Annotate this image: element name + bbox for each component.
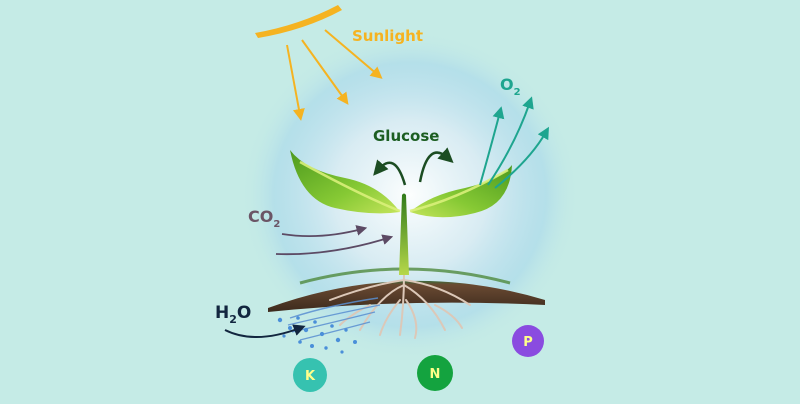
glucose-label: Glucose bbox=[373, 127, 439, 145]
light-glow bbox=[240, 30, 580, 360]
co2-label: CO2 bbox=[248, 207, 280, 230]
svg-text:K: K bbox=[305, 369, 316, 384]
svg-text:P: P bbox=[523, 335, 533, 350]
leaf-left-highlight bbox=[299, 160, 401, 213]
sunlight-label: Sunlight bbox=[352, 27, 423, 45]
nutrient-n: N bbox=[417, 355, 453, 391]
oxygen-arrows bbox=[479, 96, 549, 189]
sunlight-arrows bbox=[286, 29, 383, 121]
h2o-label: H2O bbox=[215, 303, 251, 326]
glucose-arrow-left bbox=[373, 159, 407, 186]
o2-label: O2 bbox=[500, 75, 521, 98]
co2-arrows bbox=[275, 225, 394, 256]
svg-text:N: N bbox=[430, 367, 441, 382]
glucose-arrow-right bbox=[418, 147, 454, 183]
leaf-icon bbox=[290, 150, 400, 214]
soil bbox=[268, 280, 545, 312]
stem bbox=[399, 193, 409, 275]
nutrient-p: P bbox=[512, 325, 544, 357]
sun-icon bbox=[255, 5, 342, 38]
h2o-arrow bbox=[224, 324, 306, 339]
nutrient-k: K bbox=[293, 358, 327, 392]
leaf-right-highlight bbox=[409, 168, 509, 213]
root-icon bbox=[329, 274, 471, 339]
